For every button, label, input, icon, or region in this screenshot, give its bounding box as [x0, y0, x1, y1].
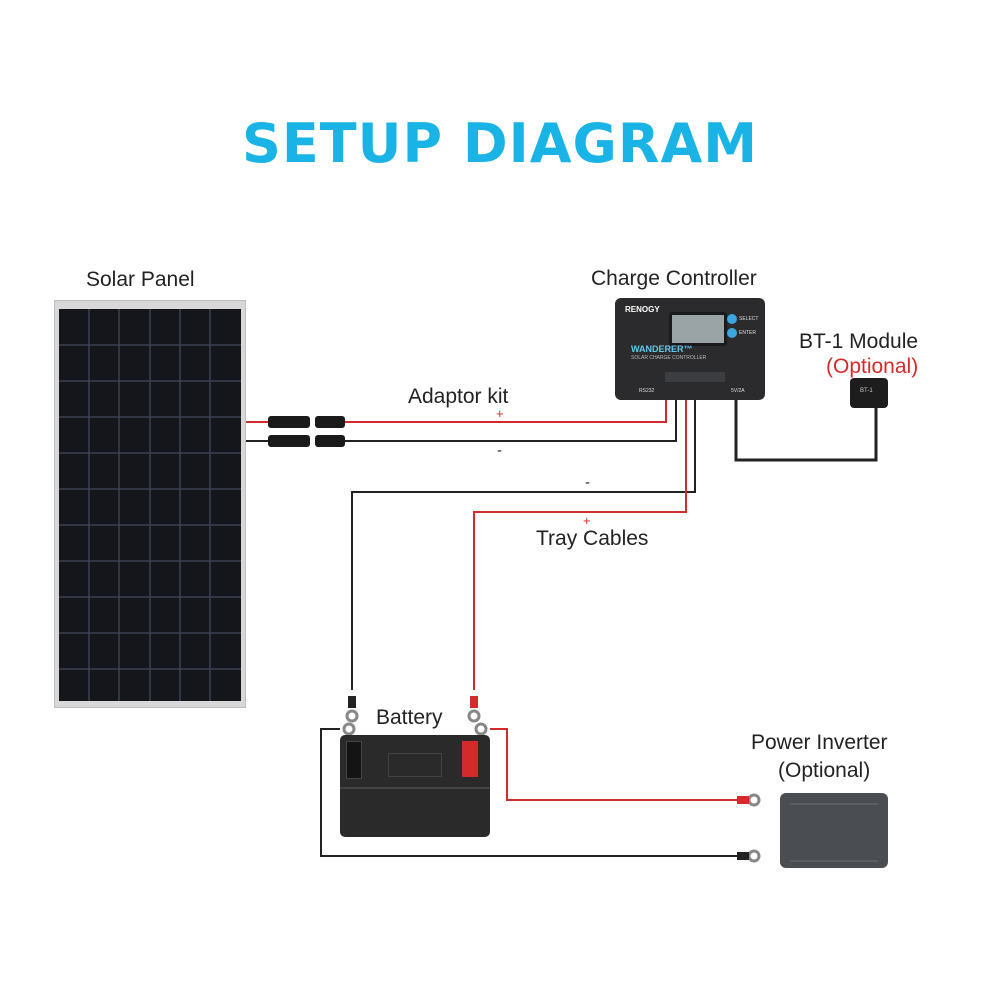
controller-brand: RENOGY: [625, 305, 660, 314]
adaptor-positive-wire: [345, 392, 667, 423]
inverter-optional-label: (Optional): [778, 759, 871, 782]
adaptor-kit-connectors: [268, 416, 345, 447]
page-title: SETUP DIAGRAM: [242, 112, 758, 175]
charge-controller-image: RENOGY SELECT ENTER WANDERER™ SOLAR CHAR…: [615, 298, 765, 400]
power-inverter-label: Power Inverter: [751, 731, 888, 754]
terminal-barrels: [348, 696, 749, 860]
adaptor-negative-wire: [345, 392, 677, 442]
5v2a-label: 5V/2A: [731, 388, 745, 394]
charge-controller-label: Charge Controller: [591, 267, 757, 290]
inverter-fins: [790, 803, 878, 862]
adaptor-kit-label: Adaptor kit: [408, 385, 509, 408]
rs232-label: RS232: [639, 388, 655, 394]
terminal-block: [665, 372, 725, 382]
select-button: [727, 314, 737, 324]
battery-image: [340, 735, 490, 837]
enter-label: ENTER: [739, 330, 756, 336]
tray-negative-wire: [351, 392, 696, 690]
tray-positive-wire: [473, 392, 687, 690]
solar-panel-label: Solar Panel: [86, 268, 195, 291]
controller-lcd: [669, 312, 727, 346]
bt1-text: BT-1: [860, 388, 873, 394]
battery-ridge: [340, 787, 490, 789]
battery-label-recess: [388, 753, 442, 777]
bt1-cable: [734, 392, 878, 462]
adaptor-minus-sign: -: [497, 442, 502, 459]
inverter-negative-wire: [320, 728, 745, 857]
tray-minus-sign: -: [585, 474, 590, 491]
solar-panel-image: [54, 300, 246, 708]
battery-negative-post: [346, 741, 362, 779]
inverter-positive-wire: [490, 728, 745, 801]
battery-ring-terminals: [342, 709, 761, 863]
controller-product-name: WANDERER™: [631, 344, 693, 354]
select-label: SELECT: [739, 316, 759, 322]
battery-positive-post: [462, 741, 478, 777]
tray-cables-label: Tray Cables: [536, 527, 649, 550]
bt1-module-image: BT-1: [850, 378, 888, 408]
adaptor-plus-sign: +: [496, 406, 504, 421]
controller-subtitle: SOLAR CHARGE CONTROLLER: [631, 355, 707, 361]
tray-plus-sign: +: [583, 513, 591, 528]
bt1-optional-label: (Optional): [826, 355, 919, 378]
battery-label: Battery: [376, 706, 443, 729]
power-inverter-image: [780, 793, 888, 868]
enter-button: [727, 328, 737, 338]
bt1-module-label: BT-1 Module: [799, 330, 919, 353]
